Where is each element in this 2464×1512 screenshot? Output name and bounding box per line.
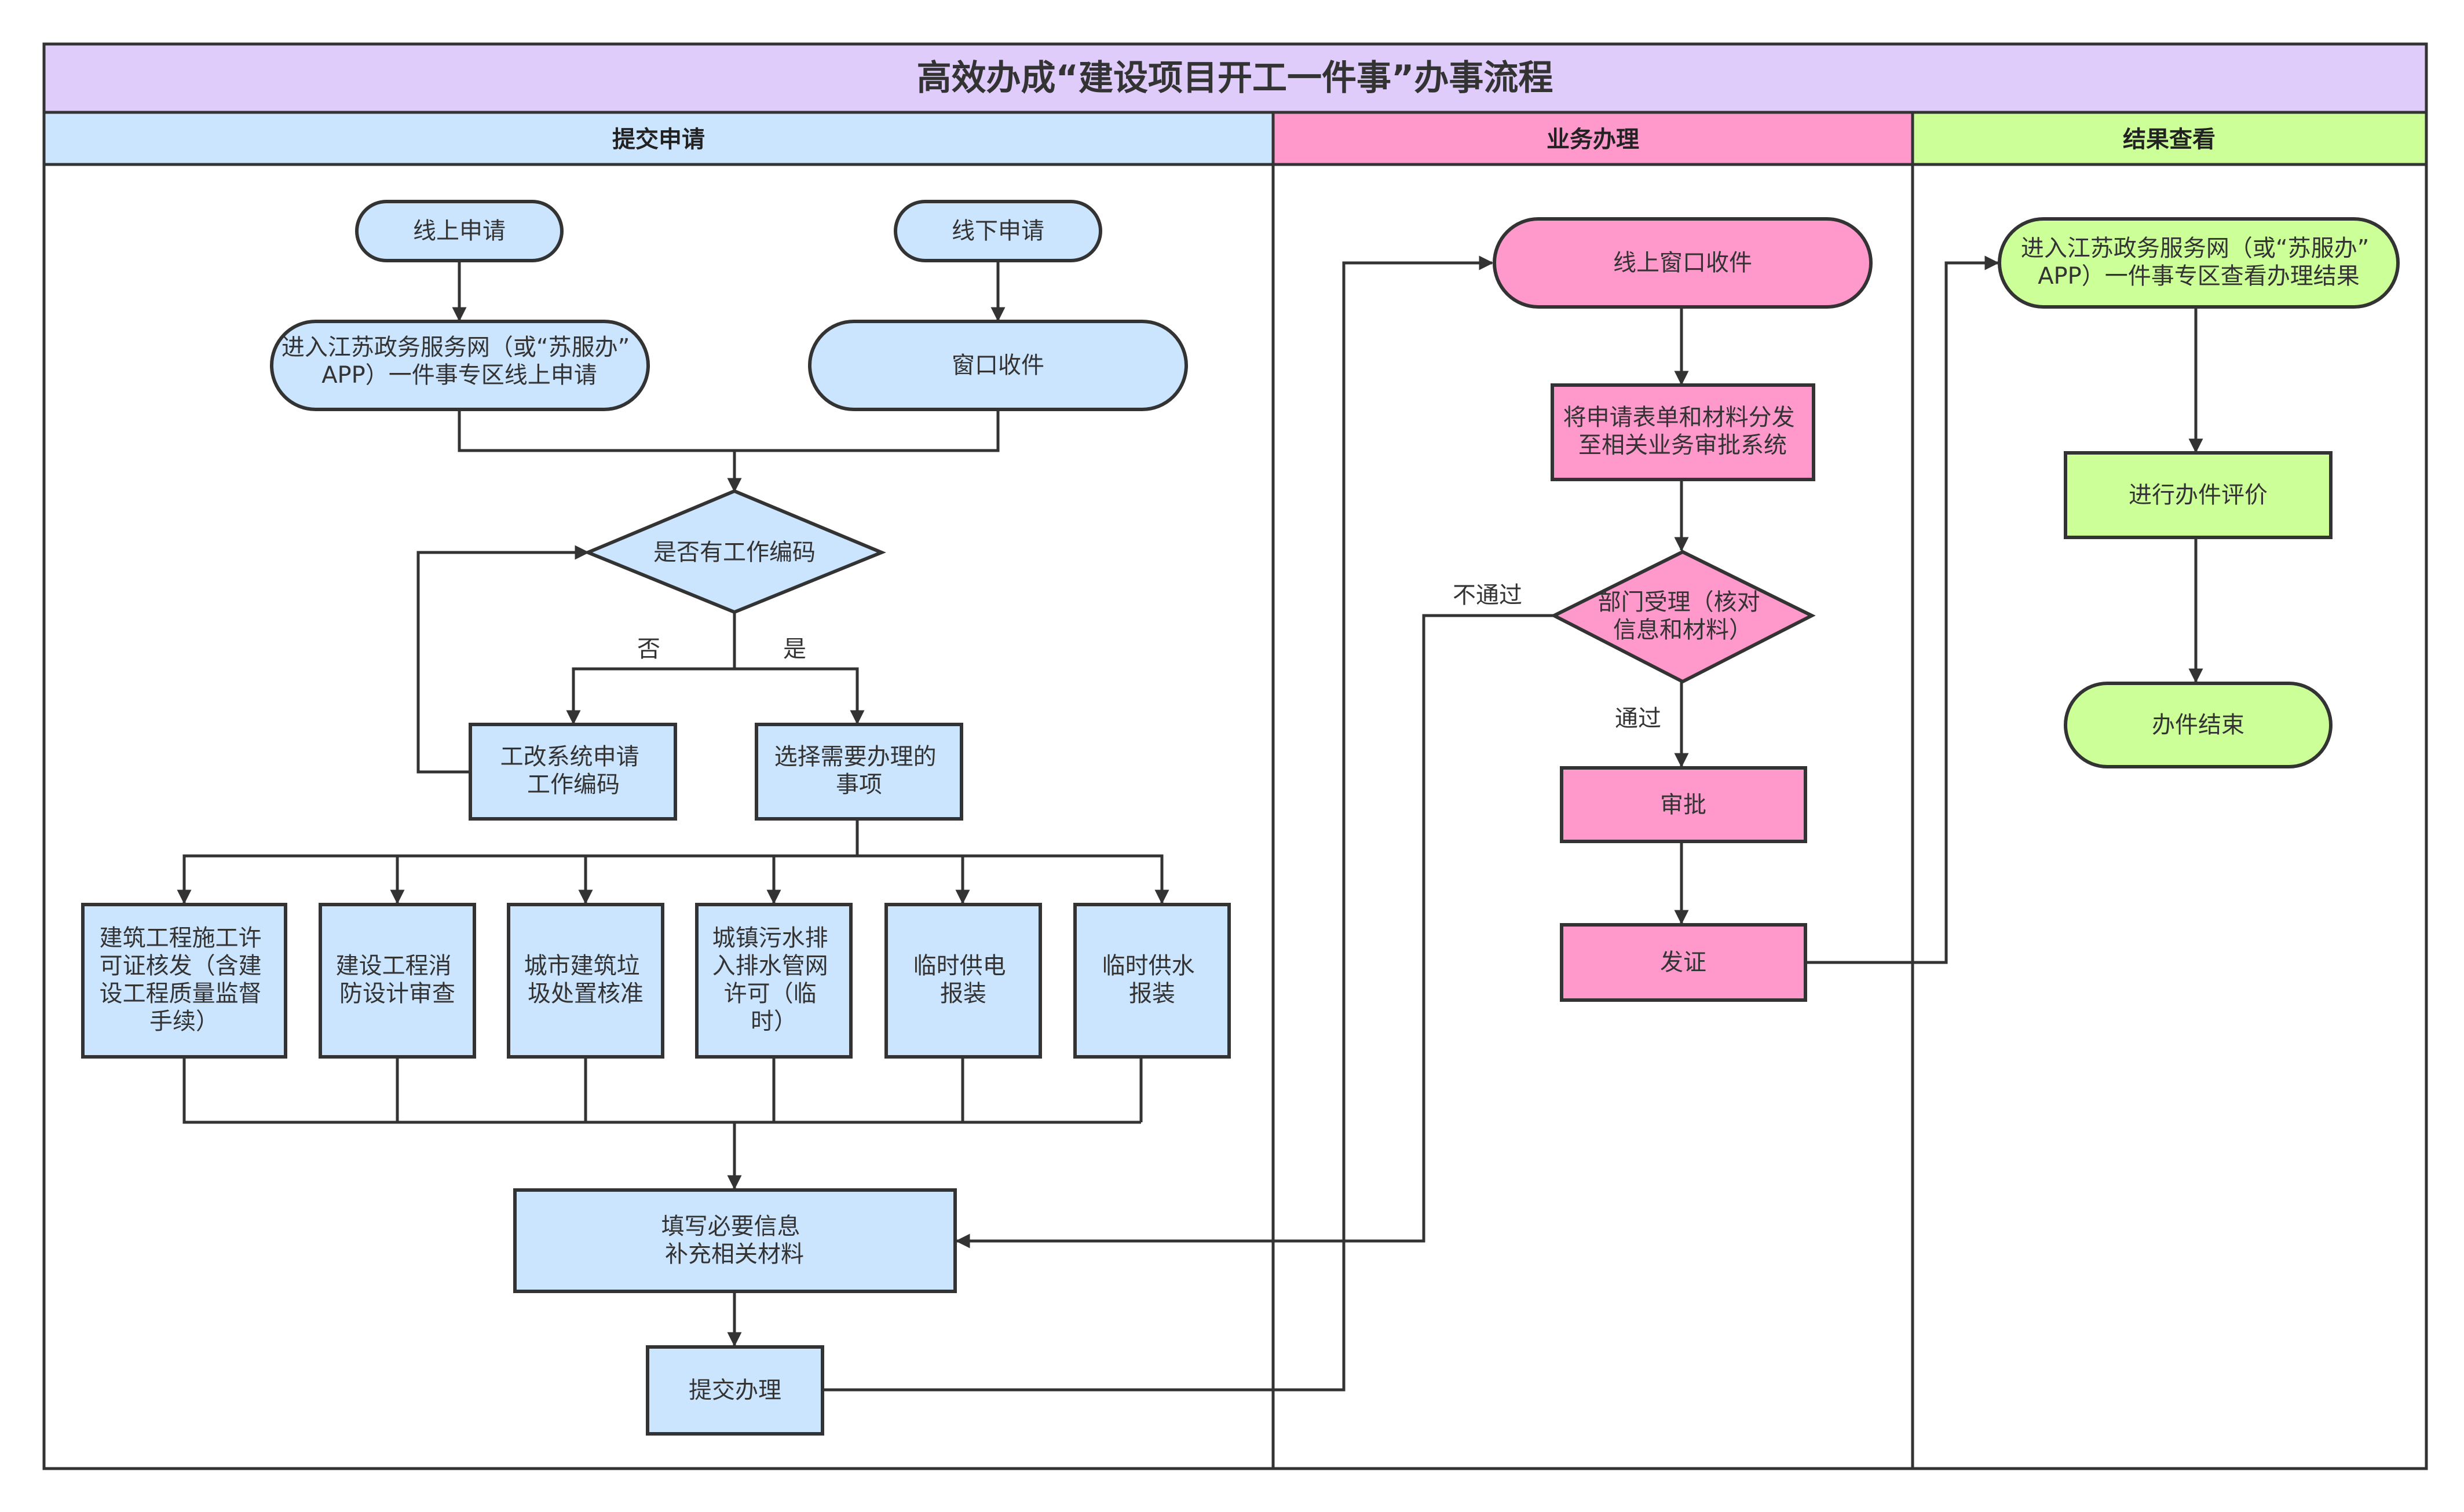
node-item-garbage: 城市建筑垃 圾处置核准 — [507, 903, 664, 1059]
lane-header-result — [1911, 111, 2428, 166]
node-distribute: 将申请表单和材料分发 至相关业务审批系统 — [1551, 383, 1815, 481]
node-online-apply: 线上申请 — [355, 200, 564, 262]
edge-decision-split — [566, 612, 736, 725]
edge-decision-yes — [734, 667, 865, 725]
title-bar — [42, 42, 2428, 114]
node-approve: 审批 — [1560, 766, 1807, 843]
node-dept-accept-decision: 部门受理（核对 信息和材料） — [1550, 550, 1816, 684]
svg-text:窗口收件: 窗口收件 — [952, 352, 1044, 379]
edge-items-merge — [182, 1057, 1143, 1124]
lane-title-result: 结果查看 — [2123, 126, 2216, 153]
node-online-window: 线上窗口收件 — [1493, 217, 1873, 309]
node-fill-info: 填写必要信息 补充相关材料 — [513, 1188, 957, 1293]
node-issue: 发证 — [1560, 923, 1807, 1002]
node-fill-info-text: 填写必要信息 补充相关材料 — [661, 1213, 808, 1268]
lane-header-submit — [42, 111, 1275, 166]
svg-text:线下申请: 线下申请 — [952, 218, 1044, 244]
edge-label-no: 否 — [637, 636, 660, 662]
node-check-result: 进入江苏政务服务网（或“苏服办” APP）一件事专区查看办理结果 — [1998, 217, 2400, 309]
svg-text:进行办件评价: 进行办件评价 — [2129, 482, 2268, 508]
node-choose-items-text: 选择需要办理的 事项 — [774, 744, 944, 798]
node-item-permit: 建筑工程施工许 可证核发（含建 设工程质量监督 手续） — [81, 903, 287, 1059]
node-end: 办件结束 — [2064, 682, 2333, 768]
node-apply-code: 工改系统申请 工作编码 — [469, 723, 677, 821]
connectors — [177, 255, 2203, 1392]
node-check-result-text: 进入江苏政务服务网（或“苏服办” APP）一件事专区查看办理结果 — [2021, 235, 2377, 290]
diagram-title: 高效办成“建设项目开工一件事”办事流程 — [917, 58, 1553, 98]
node-submit-handle: 提交办理 — [646, 1345, 824, 1436]
node-dept-accept-text: 部门受理（核对 信息和材料） — [1598, 589, 1768, 643]
edge-fan-water — [963, 854, 1169, 905]
svg-text:审批: 审批 — [1660, 792, 1706, 818]
edge-label-yes: 是 — [783, 636, 806, 662]
edge-dept-fail — [955, 614, 1554, 1249]
svg-text:发证: 发证 — [1660, 949, 1706, 976]
node-online-portal-text: 进入江苏政务服务网（或“苏服办” APP）一件事专区线上申请 — [282, 334, 637, 389]
node-item-sewage: 城镇污水排 入排水管网 许可（临 时） — [695, 903, 853, 1059]
edge-issue-to-result — [1804, 255, 1999, 964]
lane-title-submit: 提交申请 — [612, 126, 705, 153]
node-apply-code-text: 工改系统申请 工作编码 — [500, 744, 647, 798]
node-window-receive: 窗口收件 — [808, 320, 1188, 411]
node-online-portal: 进入江苏政务服务网（或“苏服办” APP）一件事专区线上申请 — [270, 320, 650, 411]
edge-label-pass: 通过 — [1615, 705, 1661, 732]
edge-portal-window-merge — [458, 409, 1000, 452]
edge-code-loop — [416, 545, 590, 774]
svg-text:线上申请: 线上申请 — [413, 218, 506, 244]
node-item-permit-text: 建筑工程施工许 可证核发（含建 设工程质量监督 手续） — [100, 925, 269, 1035]
node-item-water: 临时供水 报装 — [1073, 903, 1231, 1059]
edge-choose-fanout — [177, 819, 859, 905]
node-item-fire-text: 建设工程消 防设计审查 — [336, 953, 459, 1007]
node-distribute-text: 将申请表单和材料分发 至相关业务审批系统 — [1563, 404, 1803, 459]
node-item-sewage-text: 城镇污水排 入排水管网 许可（临 时） — [712, 925, 836, 1035]
edge-label-fail: 不通过 — [1453, 582, 1522, 609]
edge-submit-to-window — [822, 255, 1494, 1392]
node-item-fire: 建设工程消 防设计审查 — [319, 903, 476, 1059]
node-choose-items: 选择需要办理的 事项 — [755, 723, 963, 821]
node-has-code-decision: 是否有工作编码 — [583, 489, 886, 614]
svg-text:是否有工作编码: 是否有工作编码 — [653, 539, 816, 566]
node-offline-apply: 线下申请 — [894, 200, 1102, 262]
svg-text:办件结束: 办件结束 — [2152, 712, 2244, 738]
node-item-power: 临时供电 报装 — [884, 903, 1042, 1059]
lane-title-process: 业务办理 — [1547, 126, 1639, 153]
svg-text:线上窗口收件: 线上窗口收件 — [1613, 250, 1752, 276]
node-item-garbage-text: 城市建筑垃 圾处置核准 — [524, 953, 648, 1007]
svg-text:提交办理: 提交办理 — [689, 1377, 781, 1404]
node-item-water-text: 临时供水 报装 — [1102, 953, 1202, 1007]
node-item-power-text: 临时供电 报装 — [913, 953, 1014, 1007]
node-evaluate: 进行办件评价 — [2064, 451, 2333, 539]
